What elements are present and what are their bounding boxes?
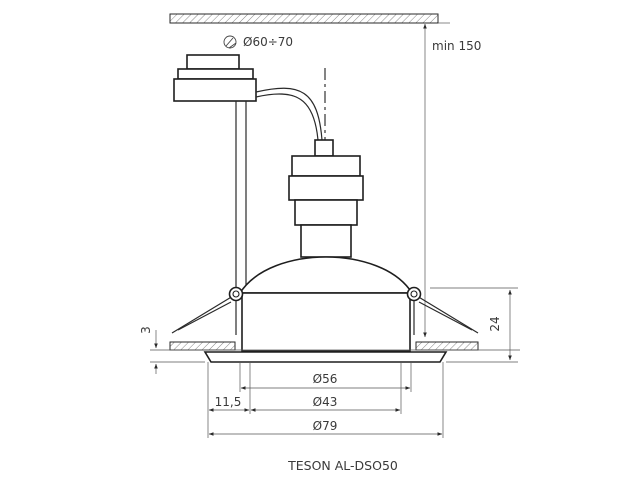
spring-clip-left [171,286,244,335]
hole-diameter-note: Ø60÷70 [223,35,293,49]
outer-ring-label: Ø56 [313,372,338,386]
inner-ring-label: Ø43 [313,395,338,409]
height-label: 24 [488,316,502,331]
outer-ring-dimension: Ø56 [240,372,411,390]
lamp-holder [288,139,364,258]
min-clearance-label: min 150 [432,39,481,53]
reflector-dome [238,256,414,352]
flange-dimension: Ø79 [208,419,443,436]
offset-label: 11,5 [215,395,242,409]
product-caption: TESON AL-DSO50 [287,458,398,473]
inner-ring-dimension: Ø43 [250,395,401,412]
min-clearance-dimension: min 150 [423,23,481,338]
hole-diameter-label: Ø60÷70 [243,35,293,49]
offset-dimension: 11,5 [208,395,250,412]
flange-label: Ø79 [313,419,338,433]
spring-clip-right [406,286,479,335]
drill-hole-icon [223,35,237,49]
upper-ceiling [169,13,450,24]
terminal-block [173,54,323,290]
ceiling-thickness-label: 3 [139,326,153,334]
trim-flange [150,349,520,363]
height-dimension: 24 [430,287,518,363]
ceiling-thickness-dimension: 3 [139,326,205,374]
